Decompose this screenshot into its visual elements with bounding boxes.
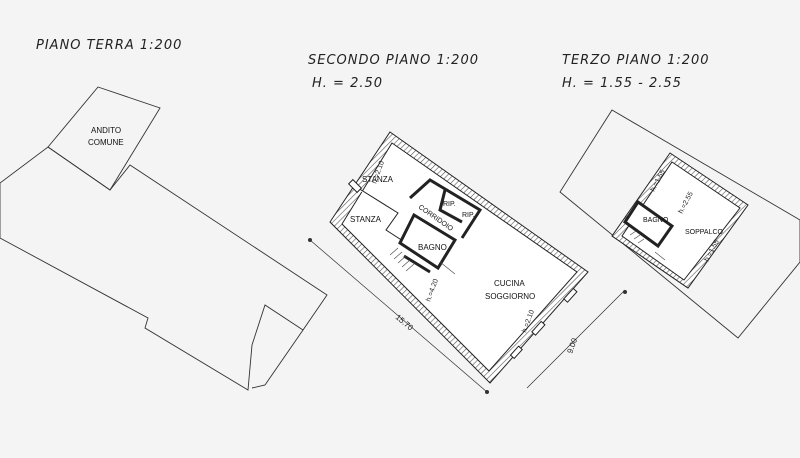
window-2 (563, 287, 578, 303)
ground-floor-plan: ANDITO COMUNE (0, 86, 328, 391)
header-terzo-piano: TERZO PIANO 1:200 (562, 53, 710, 68)
dimension-tick (485, 390, 489, 394)
dimension-length-label: 15.70 (394, 313, 416, 333)
partition-corridoio (408, 178, 483, 239)
cucina-label: CUCINA (494, 279, 525, 288)
third-floor-outline (559, 109, 800, 339)
partition-rip (438, 189, 463, 224)
ground-floor-outline (0, 146, 328, 391)
third-floor-bagno-room (622, 199, 675, 249)
third-floor-bagno-label: BAGNO (643, 217, 669, 224)
header-terzo-height: H. = 1.55 - 2.55 (562, 76, 682, 91)
stair-treads (389, 247, 456, 275)
third-floor-stair (629, 230, 666, 261)
dimension-tick (308, 238, 312, 242)
header-secondo-height: H. = 2.50 (312, 76, 383, 91)
ground-floor-edge (251, 329, 304, 389)
rip-1-label: RIP. (443, 201, 456, 208)
window-4 (509, 345, 523, 360)
header-secondo-piano: SECONDO PIANO 1:200 (308, 53, 479, 68)
comune-label: COMUNE (88, 138, 124, 147)
soppalco-label: SOPPALCO (685, 229, 724, 236)
second-floor-interior (341, 142, 578, 372)
dimension-width-label: 9.00 (565, 336, 579, 354)
dimension-line-length (309, 239, 488, 393)
andito-label: ANDITO (91, 126, 121, 135)
window-3 (531, 320, 546, 336)
stair-wall (403, 254, 431, 274)
bagno-room (398, 212, 458, 271)
header-piano-terra: PIANO TERRA 1:200 (36, 38, 182, 53)
second-floor-plan: STANZA STANZA RIP. RIP. CORRIDOIO BAGNO … (308, 131, 627, 394)
stanza-1-label: STANZA (362, 175, 394, 184)
stanza-2-label: STANZA (350, 215, 382, 224)
dimension-line-width (526, 289, 626, 389)
soggiorno-label: SOGGIORNO (485, 292, 535, 301)
window-1 (347, 178, 363, 194)
rip-2-label: RIP. (462, 212, 475, 219)
bagno-label: BAGNO (418, 243, 447, 252)
third-floor-plan: BAGNO SOPPALCO h.=1.55 h.=2.55 h.=1.55 (559, 109, 800, 339)
dimension-tick (623, 290, 627, 294)
